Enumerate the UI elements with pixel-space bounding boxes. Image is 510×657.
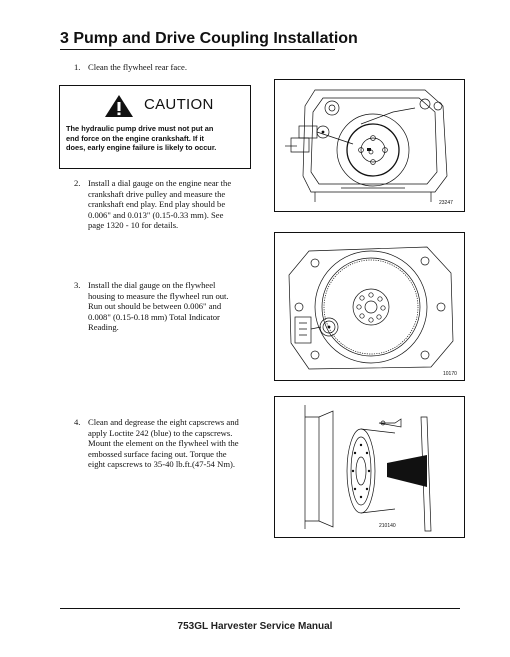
- step-number: 3.: [74, 280, 81, 290]
- caution-header: CAUTION: [104, 94, 244, 117]
- caution-box: CAUTION The hydraulic pump drive must no…: [59, 85, 251, 169]
- footer-rule: [60, 608, 460, 609]
- step-text-line: crankshaft drive pulley and measure the: [88, 188, 226, 199]
- step-text-line: Install the dial gauge on the flywheel: [88, 280, 216, 290]
- figure-code: 23247: [439, 200, 453, 206]
- step-text-line: Mount the element on the flywheel with t…: [88, 438, 239, 449]
- section-heading: 3 Pump and Drive Coupling Installation: [60, 30, 358, 47]
- caution-line: does, early engine failure is likely to …: [66, 143, 217, 153]
- step-text-line: crankshaft end play. End play should be: [88, 199, 226, 210]
- caution-text: The hydraulic pump drive must not put an…: [66, 124, 246, 153]
- caution-line: end force on the engine crankshaft. If i…: [66, 133, 204, 143]
- figure-flywheel-run-out: 10170: [274, 232, 465, 381]
- step-text-line: Install a dial gauge on the engine near …: [88, 178, 232, 188]
- step-number: 4.: [74, 417, 81, 427]
- step-number: 2.: [74, 178, 81, 188]
- step-text-line: embossed surface facing out. Torque the: [88, 448, 227, 459]
- step-text-line: eight capscrews to 35-40 lb.ft.(47-54 Nm…: [88, 459, 236, 470]
- figure-code: 210140: [379, 523, 396, 529]
- step-text-line: page 1320 - 10 for details.: [88, 220, 179, 231]
- figure-code: 10170: [443, 371, 457, 377]
- figure-crankshaft-end-play: 23247: [274, 79, 465, 212]
- step-text-line: Run out should be between 0.006" and: [88, 301, 222, 312]
- footer-title: 753GL Harvester Service Manual: [177, 621, 333, 632]
- step-number: 1.: [74, 62, 81, 72]
- flywheel-housing-illustration: [288, 246, 454, 370]
- step-text-line: Clean the flywheel rear face.: [88, 62, 188, 72]
- flywheel-element-illustration: [304, 405, 432, 532]
- engine-front-illustration: [285, 89, 448, 202]
- caution-title: CAUTION: [144, 96, 214, 113]
- step-text-line: Clean and degrease the eight capscrews a…: [88, 417, 239, 427]
- figure-element-mounting: 210140: [274, 396, 465, 538]
- step-text-line: apply Loctite 242 (blue) to the capscrew…: [88, 427, 233, 438]
- warning-triangle-icon: [105, 95, 133, 117]
- heading-underline: [60, 49, 335, 50]
- step-text-line: 0.008" (0.15-0.18 mm) Total Indicator: [88, 311, 220, 322]
- caution-line: The hydraulic pump drive must not put an: [66, 124, 214, 133]
- step-text-line: 0.006" and 0.013" (0.15-0.33 mm). See: [88, 209, 224, 220]
- step-text-line: housing to measure the flywheel run out.: [88, 290, 229, 301]
- step-text-line: Reading.: [88, 322, 119, 333]
